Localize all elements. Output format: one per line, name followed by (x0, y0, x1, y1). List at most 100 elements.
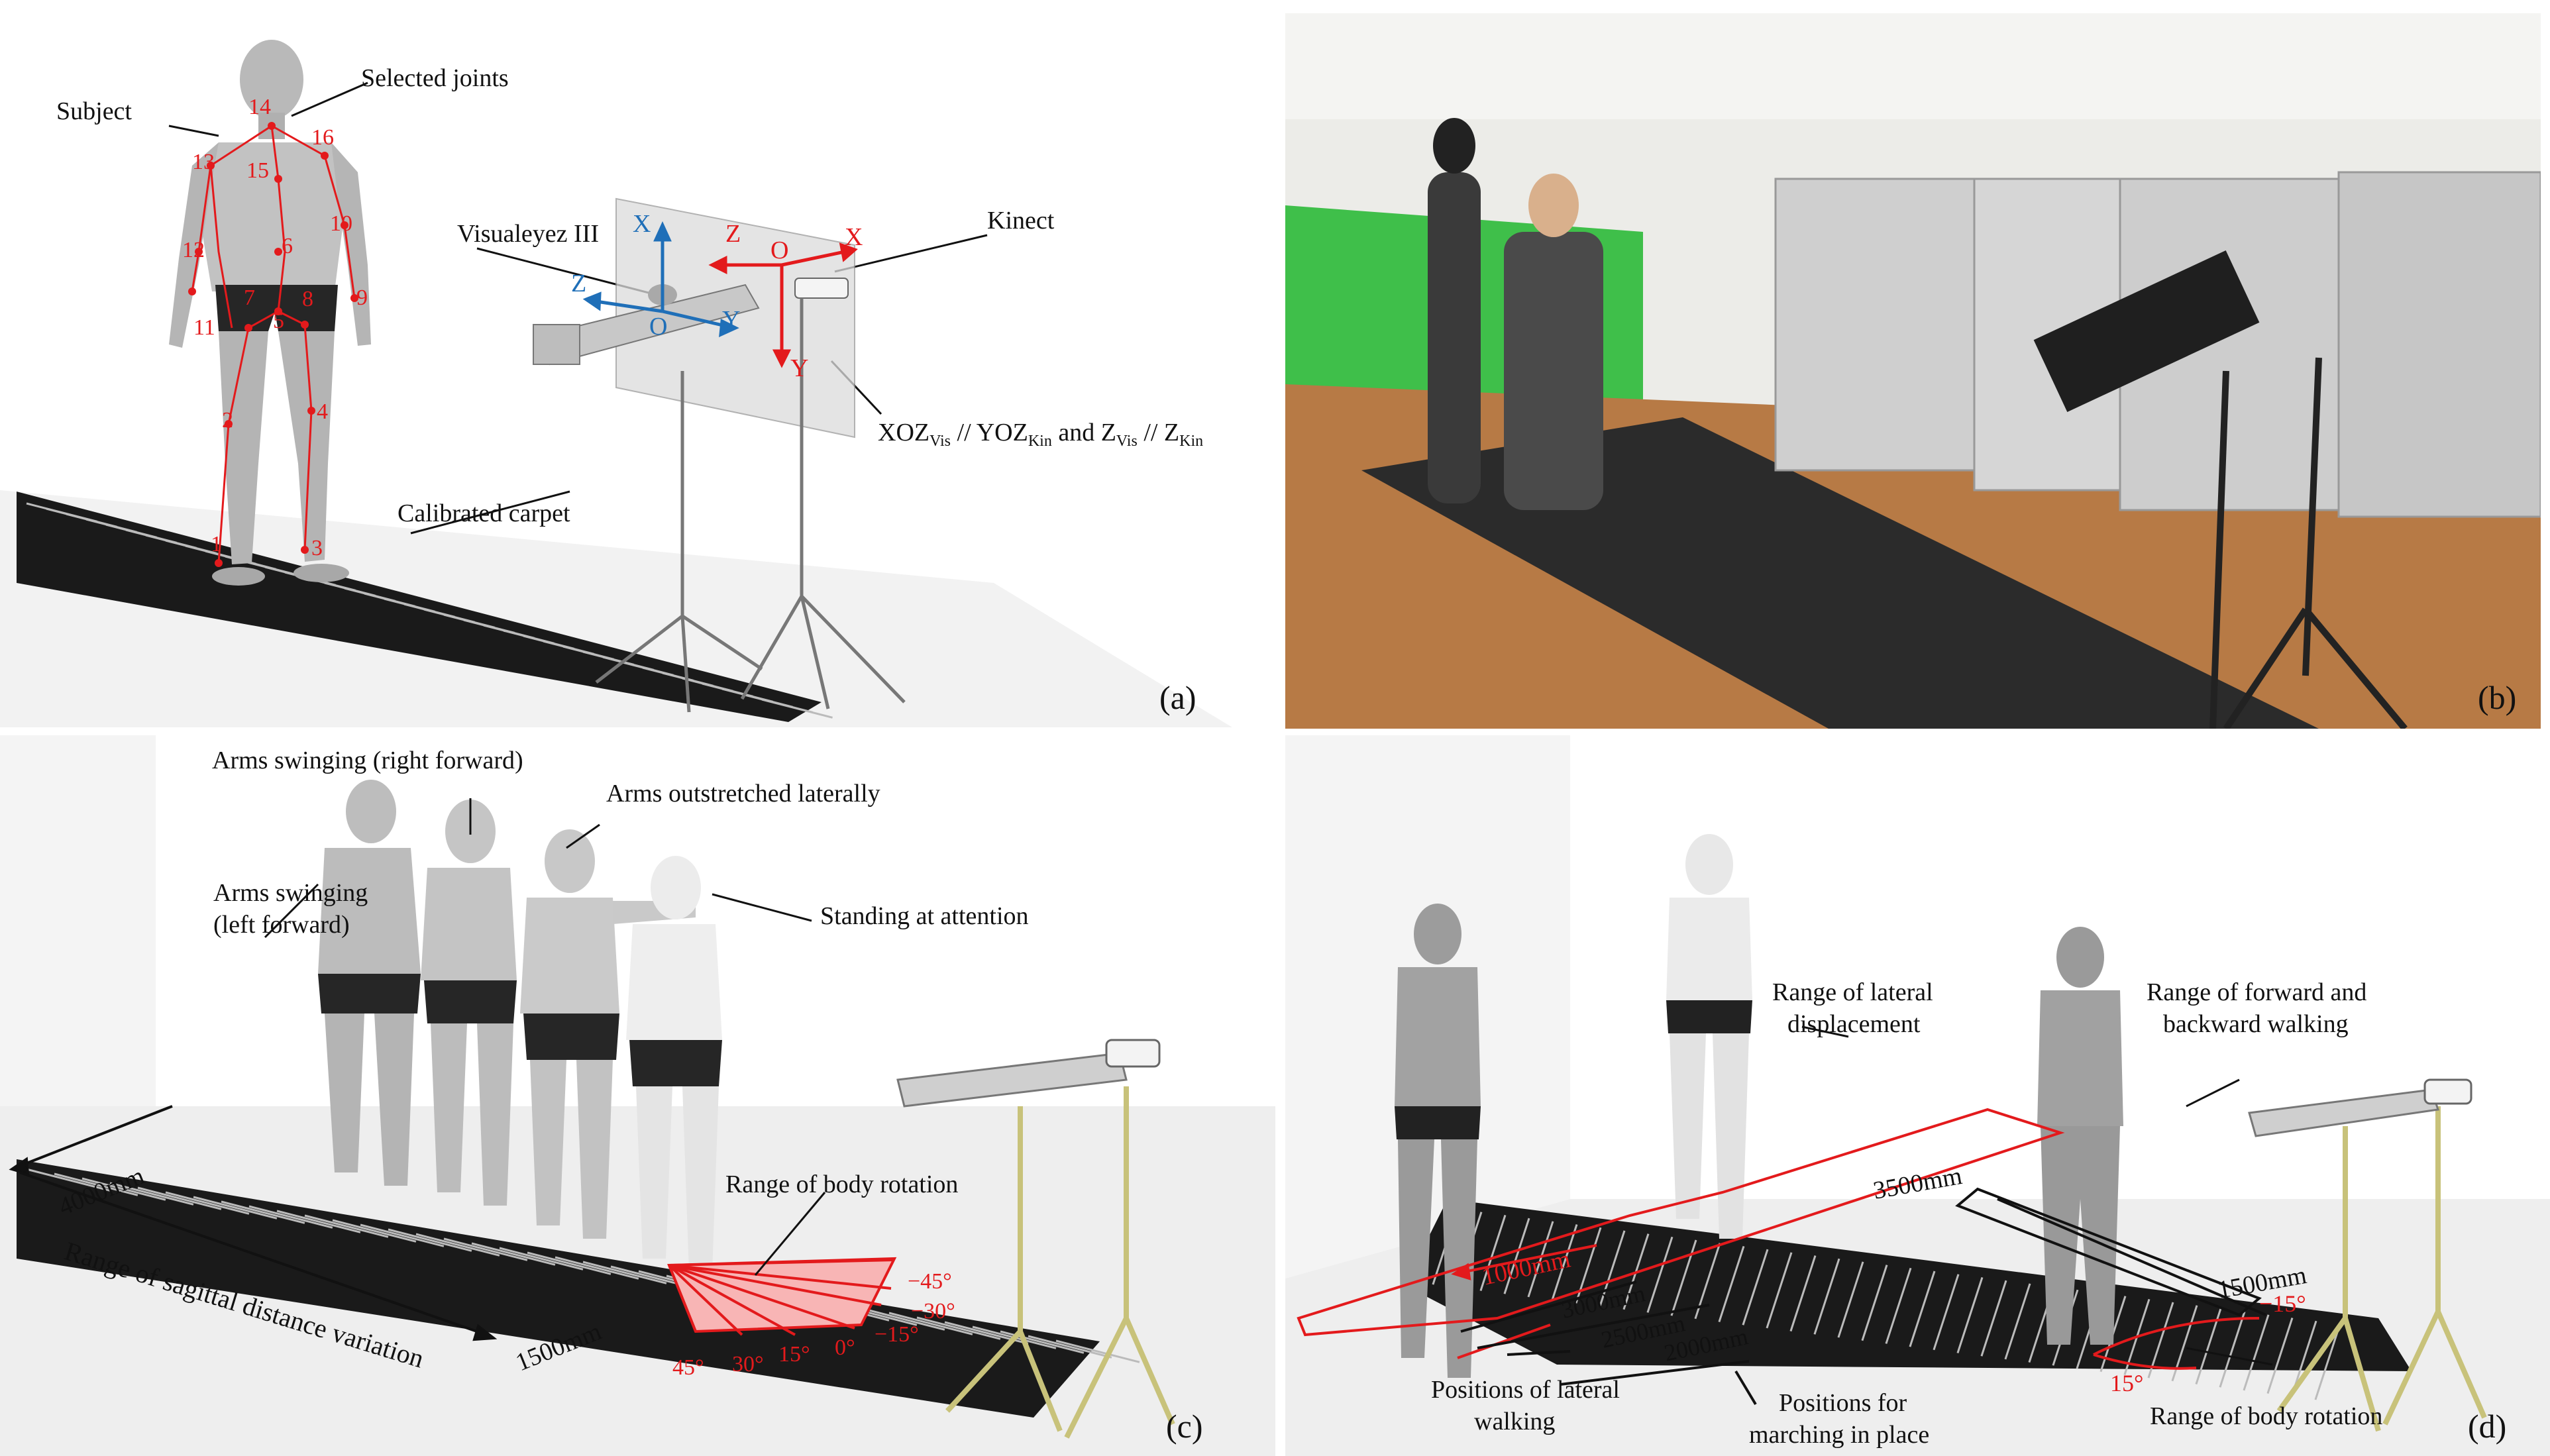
joint-dot (215, 559, 223, 567)
lateral-range-line1: Range of lateral (1772, 978, 1933, 1006)
joint-dot (301, 546, 309, 554)
joint-12: 12 (182, 238, 205, 262)
angle-pos15-d: 15° (2110, 1370, 2143, 1396)
carpet-stripe (1789, 1255, 1817, 1332)
angle-45: 45° (672, 1355, 704, 1380)
joint-16: 16 (311, 125, 334, 150)
pos-lateral-line2: walking (1474, 1408, 1555, 1435)
carpet-stripe (248, 1205, 333, 1229)
panel-c-tag: (c) (1166, 1408, 1203, 1445)
panel-d-tag: (d) (2468, 1408, 2506, 1445)
carpet-stripe (2219, 1311, 2246, 1388)
pos-march-line1: Positions for (1779, 1389, 1907, 1417)
panel-d-rotation (2093, 1317, 2260, 1370)
joint-3: 3 (311, 536, 323, 560)
carpet-stripe (1527, 1221, 1554, 1298)
carpet-stripe (1909, 1271, 1936, 1347)
carpet-stripe (193, 1196, 278, 1220)
panel-d-carpet (1405, 1199, 2412, 1400)
panel-b-drawing: (b) (1285, 13, 2541, 729)
kin-axis-y: Y (790, 354, 808, 382)
joint-6: 6 (282, 234, 293, 258)
arms-right-label: Arms swinging (right forward) (212, 747, 523, 774)
kin-axis-o: O (770, 236, 788, 264)
carpet-stripe (916, 1316, 1001, 1340)
selected-joints-label: Selected joints (361, 64, 509, 92)
joint-dot (307, 407, 315, 415)
carpet-stripe (54, 1172, 138, 1196)
carpet-stripe (1028, 1335, 1112, 1359)
carpet-stripe (2266, 1318, 2294, 1394)
arms-left-line1: Arms swinging (213, 879, 368, 907)
vis-axis-x: X (633, 210, 651, 238)
joint-dot (341, 221, 348, 229)
figure-lateral-left (1395, 904, 1481, 1378)
angle-15: 15° (778, 1342, 810, 1367)
joint-dot (244, 324, 252, 332)
forward-range-line2: backward walking (2163, 1010, 2349, 1038)
forward-range-line1: Range of forward and (2147, 978, 2366, 1006)
joint-labels: 1 2 3 4 5 6 7 8 9 10 11 12 13 14 15 16 (182, 95, 368, 560)
angle-neg15-d: −15° (2259, 1290, 2306, 1317)
rotation-fan (667, 1257, 897, 1336)
joint-dot (225, 420, 233, 428)
carpet-stripe (2314, 1324, 2341, 1400)
figure-lateral-center (1666, 834, 1752, 1239)
carpet-stripe (861, 1307, 945, 1331)
joint-dot (274, 175, 282, 183)
joint-dot (321, 152, 329, 160)
joint-dot (274, 307, 282, 315)
joint-2: 2 (222, 408, 233, 433)
lateral-arrows (1451, 1244, 1597, 1359)
panel-d-drawing: Range of lateral displacement Range of f… (1285, 735, 2550, 1456)
panel-a-tag: (a) (1159, 679, 1196, 716)
joint-1: 1 (211, 532, 222, 556)
carpet-stripe (1956, 1276, 1984, 1353)
carpet-stripe (2147, 1302, 2174, 1378)
carpet-stripe (499, 1247, 584, 1271)
joint-13: 13 (192, 150, 215, 174)
sensor-rig (533, 197, 906, 713)
joint-dot (188, 287, 196, 295)
joint-14: 14 (248, 95, 271, 119)
panel-d-rotation-label: Range of body rotation (2150, 1402, 2382, 1430)
carpet-stripe (761, 698, 833, 719)
joint-dot (268, 122, 276, 130)
joint-9: 9 (356, 286, 368, 310)
range-tracks (1297, 1108, 2266, 1337)
panel-b-photo: (b) (1285, 13, 2541, 729)
panel-c-drawing: Arms swinging (left forward) Arms swingi… (0, 735, 1275, 1456)
carpet-stripe (1551, 1224, 1578, 1301)
carpet-stripe (443, 1237, 528, 1261)
panel-c-rig (945, 1086, 1175, 1439)
panel-c: Arms swinging (left forward) Arms swingi… (0, 735, 1275, 1456)
carpet-stripe (471, 1242, 556, 1266)
carpet-stripe (1479, 1214, 1507, 1291)
carpet-stripe (304, 1214, 389, 1238)
carpet-stripe (81, 1177, 166, 1201)
d3500-label: 3500mm (1871, 1162, 1964, 1205)
rotation-range-label: Range of body rotation (725, 1170, 958, 1198)
carpet-stripe (1813, 1258, 1840, 1335)
carpet-stripe (582, 1261, 667, 1284)
joint-10: 10 (330, 211, 352, 236)
panel-d: Range of lateral displacement Range of f… (1285, 735, 2550, 1456)
panel-a-drawing: 1 2 3 4 5 6 7 8 9 10 11 12 13 14 15 16 (0, 40, 1232, 727)
angle-0: 0° (835, 1335, 855, 1360)
joint-8: 8 (302, 287, 313, 311)
carpet-stripe (1766, 1252, 1793, 1329)
carpet-stripe (555, 1256, 639, 1280)
marching-arrows (1460, 1280, 1757, 1406)
carpet-stripe (1055, 1339, 1140, 1363)
joint-4: 4 (317, 399, 328, 424)
figure-attention (626, 856, 722, 1272)
carpet-stripe (388, 1228, 472, 1252)
vis-axis-o: O (649, 313, 667, 340)
panel-c-dimensions (9, 1105, 498, 1341)
arms-left-line2: (left forward) (213, 911, 350, 939)
panel-d-rig (2276, 1106, 2487, 1432)
carpet-stripe (527, 1251, 611, 1275)
mannequin (1428, 172, 1481, 503)
pos-march-line2: marching in place (1749, 1421, 1929, 1449)
carpet-stripe (1837, 1261, 1864, 1338)
